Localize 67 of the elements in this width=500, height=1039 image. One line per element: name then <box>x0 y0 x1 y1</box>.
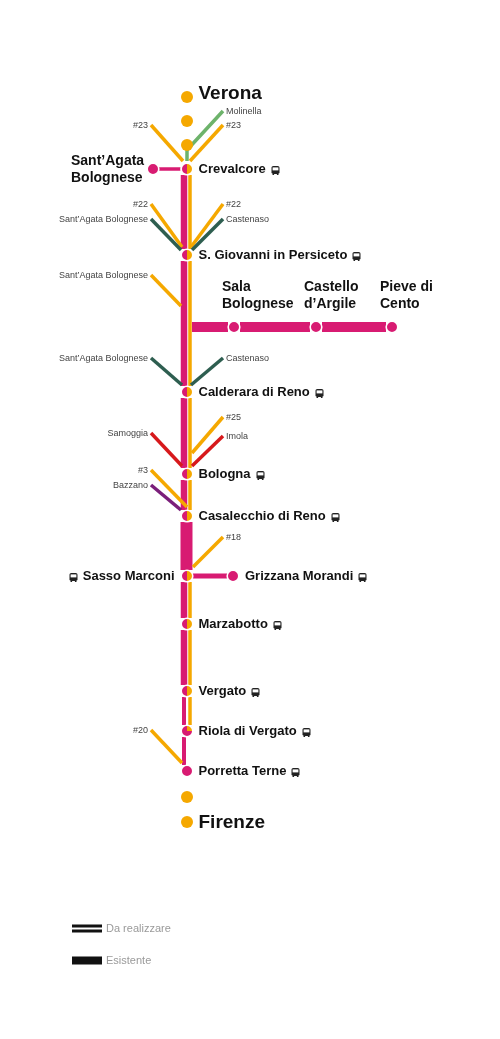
route-line <box>322 322 386 332</box>
branch-label: #22 <box>132 198 148 210</box>
route-line <box>182 697 186 725</box>
route-line <box>188 630 192 685</box>
station-name: Crevalcore <box>198 161 266 177</box>
route-line <box>182 737 186 765</box>
route-line <box>189 202 225 249</box>
route-line <box>149 202 184 249</box>
branch-label: Sant’Agata Bolognese <box>58 352 148 364</box>
legend-label: Esistente <box>106 953 152 967</box>
route-line <box>188 480 192 510</box>
station-name: Riola di Vergato <box>198 723 297 739</box>
station-name: Sasso Marconi <box>82 568 175 584</box>
station-name: Calderara di Reno <box>198 384 310 400</box>
route-line <box>188 175 192 249</box>
station-name: Bologna <box>198 466 251 482</box>
branch-label: Imola <box>226 430 248 442</box>
route-line <box>188 123 225 163</box>
branch-label: #22 <box>226 198 242 210</box>
route-line <box>190 415 225 455</box>
route-line <box>149 431 184 468</box>
branch-label: #18 <box>226 531 242 543</box>
route-line <box>149 483 183 512</box>
route-line <box>149 217 183 252</box>
route-line <box>149 273 183 308</box>
station-name: Castello d’Argile <box>304 278 360 312</box>
route-line <box>180 522 193 570</box>
branch-label: Castenaso <box>226 213 270 225</box>
route-line <box>240 322 310 332</box>
branch-label: Samoggia <box>107 427 148 439</box>
station-name: Porretta Terne <box>198 763 287 779</box>
route-line <box>191 535 225 569</box>
route-line <box>190 217 225 252</box>
route-line <box>149 728 184 765</box>
branch-label: #20 <box>132 724 148 736</box>
station-name: Marzabotto <box>198 616 268 632</box>
station-name: S. Giovanni in Persiceto <box>198 247 348 263</box>
route-line <box>190 434 225 468</box>
route-line <box>185 109 225 161</box>
station-name: Grizzana Morandi <box>245 568 354 584</box>
station-name: Pieve di Cento <box>380 278 434 312</box>
station-name: Firenze <box>198 811 266 833</box>
station-name: Vergato <box>198 683 247 699</box>
station-name: Casalecchio di Reno <box>198 508 326 524</box>
branch-label: #3 <box>138 464 148 476</box>
route-line <box>192 322 228 332</box>
branch-label: #23 <box>132 119 148 131</box>
branch-label: Molinella <box>226 105 262 117</box>
route-line <box>188 261 192 386</box>
branch-label: Sant’Agata Bolognese <box>58 213 148 225</box>
route-line <box>189 356 225 387</box>
route-line <box>192 573 227 579</box>
station-name: Verona <box>198 82 262 104</box>
route-line <box>149 468 189 509</box>
route-line <box>188 697 192 725</box>
station-name: Sala Bolognese <box>222 278 295 312</box>
route-line <box>149 123 185 163</box>
branch-label: #25 <box>226 411 242 423</box>
branch-label: Sant’Agata Bolognese <box>58 269 148 281</box>
route-line <box>149 356 184 387</box>
route-line <box>188 398 192 468</box>
legend-label: Da realizzare <box>106 921 171 935</box>
branch-label: Castenaso <box>226 352 270 364</box>
route-line <box>188 582 192 618</box>
route-line <box>159 167 181 171</box>
branch-label: #23 <box>226 119 242 131</box>
branch-label: Bazzano <box>112 479 148 491</box>
